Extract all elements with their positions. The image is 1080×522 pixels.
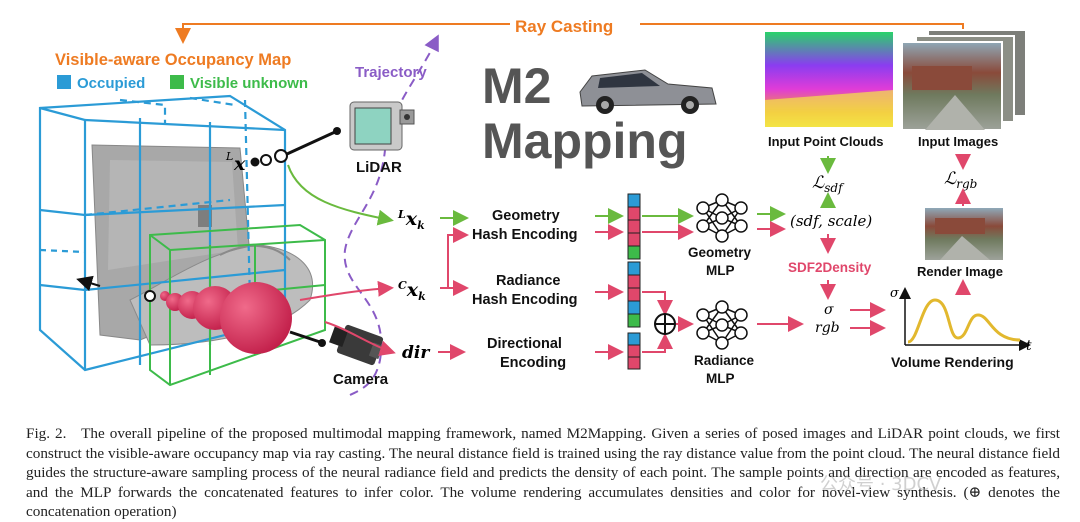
radiance-mlp-label-2: MLP: [706, 371, 735, 386]
directional-label-2: Encoding: [500, 355, 566, 371]
dir-label: dir: [402, 343, 430, 363]
cxk-label: Cxk: [398, 279, 426, 303]
render-image-thumbnail: [925, 208, 1003, 260]
occupied-legend-swatch: [57, 75, 71, 89]
radiance-hash-label-1: Radiance: [496, 273, 560, 289]
directional-label-1: Directional: [487, 336, 562, 352]
volume-rendering-plot: σ t: [890, 286, 1032, 354]
ray-casting-label: Ray Casting: [515, 17, 613, 36]
loss-sdf: ℒsdf: [812, 173, 845, 195]
car-icon: [579, 69, 717, 114]
geometry-mlp-label-1: Geometry: [688, 245, 752, 260]
geometry-mlp-label-2: MLP: [706, 263, 735, 278]
radiance-feature-vector: [627, 261, 641, 328]
axis-sigma: σ: [890, 286, 900, 301]
lidar-device-icon: [349, 101, 415, 151]
visible-legend-swatch: [170, 75, 184, 89]
input-images-label: Input Images: [918, 134, 998, 149]
lx-label-var: x: [233, 153, 246, 175]
trajectory-label: Trajectory: [355, 64, 427, 81]
watermark: 公众号 · 3DCV: [820, 474, 942, 495]
geometry-mlp-icon: [696, 193, 748, 243]
pipeline-figure: Ray Casting Visible-aware Occupancy Map …: [38, 17, 1032, 396]
input-point-clouds-label: Input Point Clouds: [768, 134, 884, 149]
axis-t: t: [1026, 338, 1032, 354]
rgb-label: rgb: [815, 320, 840, 336]
point-cloud-thumbnail: [765, 32, 893, 127]
camera-device-icon: [329, 324, 384, 366]
radiance-mlp-label-1: Radiance: [694, 353, 755, 368]
occupancy-map-title: Visible-aware Occupancy Map: [55, 51, 291, 69]
geometry-hash-label-2: Hash Encoding: [472, 227, 578, 243]
caption-label: Fig. 2.: [26, 425, 67, 442]
input-images-stack: [901, 29, 1027, 131]
visible-legend-label: Visible unknown: [190, 75, 308, 92]
direction-feature-vector: [627, 332, 641, 370]
title-m2: M2: [482, 58, 551, 114]
caption-text: The overall pipeline of the proposed mul…: [26, 425, 1060, 520]
lx-label-pre: L: [225, 150, 233, 163]
geometry-feature-vector: [627, 193, 641, 260]
sdf2density-label: SDF2Density: [788, 260, 872, 275]
camera-label: Camera: [333, 371, 389, 388]
lidar-label: LiDAR: [356, 159, 402, 176]
loss-rgb: ℒrgb: [944, 169, 977, 191]
figure-caption: Fig. 2. The overall pipeline of the prop…: [26, 424, 1060, 522]
sigma-label: σ: [824, 302, 834, 318]
occupied-legend-label: Occupied: [77, 75, 145, 92]
occupancy-map-scene: L x: [38, 94, 341, 387]
geometry-hash-label-1: Geometry: [492, 208, 560, 224]
title-mapping: Mapping: [482, 113, 688, 169]
sdf-scale-label: (sdf, scale): [790, 212, 872, 230]
volume-rendering-label: Volume Rendering: [891, 354, 1014, 370]
lxk-label: Lxk: [397, 208, 425, 232]
concat-icon: [654, 313, 676, 335]
radiance-hash-label-2: Hash Encoding: [472, 292, 578, 308]
radiance-mlp-icon: [696, 300, 748, 350]
render-image-label: Render Image: [917, 264, 1003, 279]
